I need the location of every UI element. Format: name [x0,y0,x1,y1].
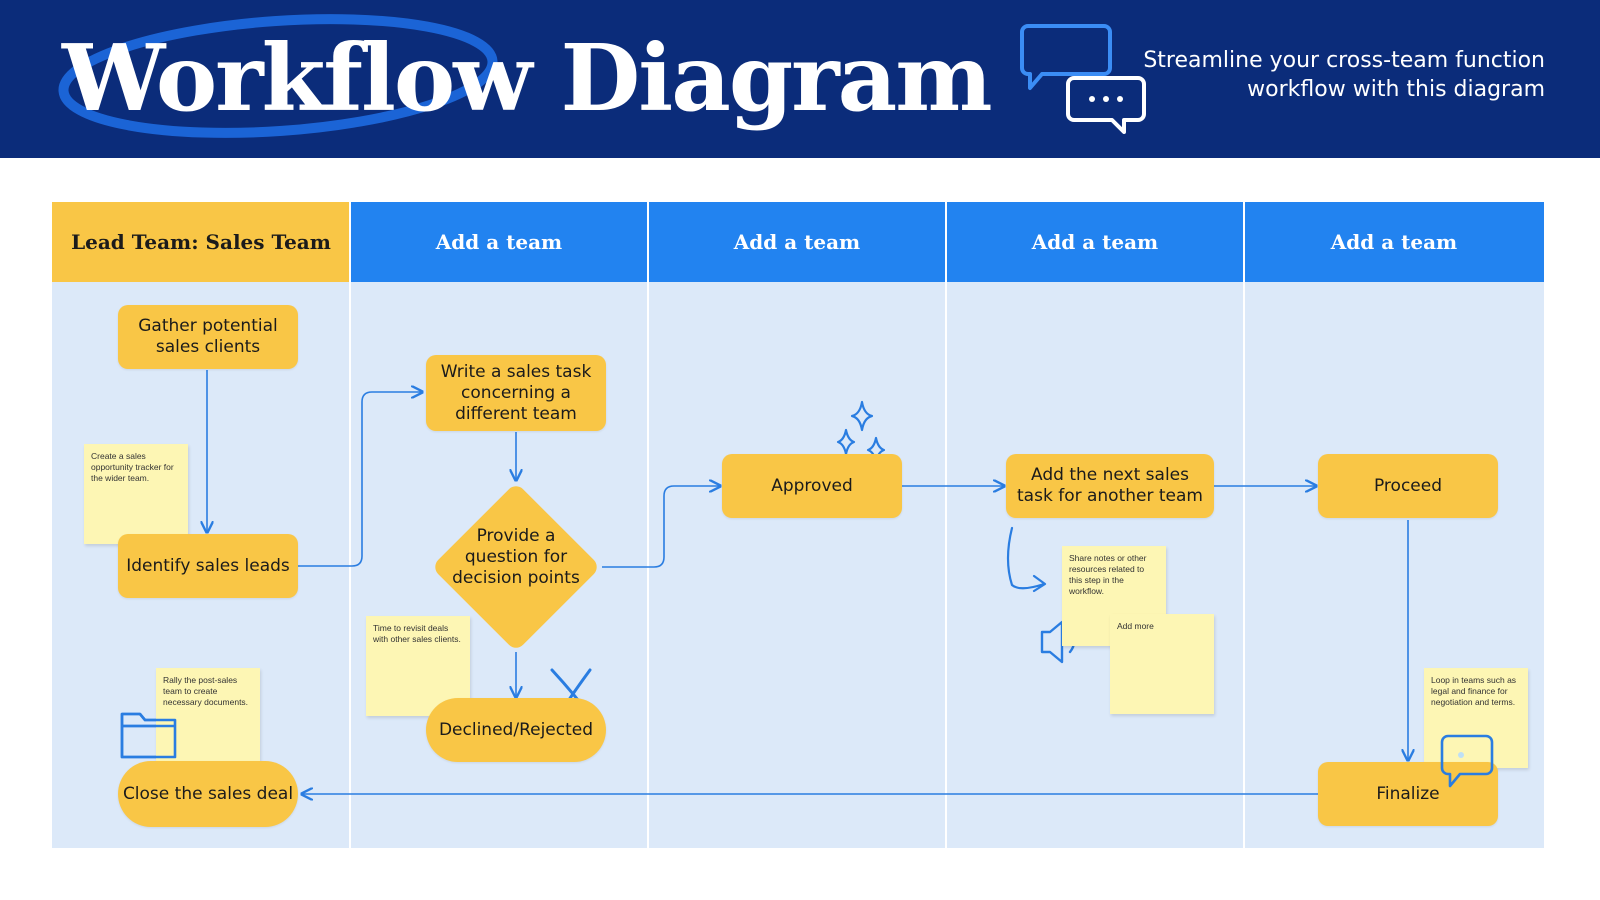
node-approved[interactable]: Approved [722,454,902,518]
arrow-decision-to-approved [602,486,720,568]
lane-header-team-2[interactable]: Add a team [350,202,648,282]
node-next-task[interactable]: Add the next sales task for another team [1006,454,1214,518]
brush-swirl-icon [58,14,1146,138]
lane-divider [349,202,351,848]
sticky-note-add-more[interactable]: Add more [1110,614,1214,714]
lane-divider [945,202,947,848]
node-write-task[interactable]: Write a sales task concerning a differen… [426,355,606,431]
node-proceed[interactable]: Proceed [1318,454,1498,518]
lane-divider [1243,202,1245,848]
curved-arrow-icon [1006,526,1047,593]
node-gather-clients[interactable]: Gather potential sales clients [118,305,298,369]
header-banner: Workflow Diagram Streamline your cross-t… [0,0,1600,158]
arrow-identify-to-write [298,392,422,567]
sticky-note-loop[interactable]: Loop in teams such as legal and finance … [1424,668,1528,768]
node-decision-label: Provide a question for decision points [452,526,580,588]
page-title: Workflow Diagram [62,24,993,132]
lane-header-team-4[interactable]: Add a team [946,202,1244,282]
lane-divider [647,202,649,848]
page-subtitle: Streamline your cross-team function work… [1143,48,1545,102]
lane-header-lead[interactable]: Lead Team: Sales Team [52,202,350,282]
node-identify-leads[interactable]: Identify sales leads [118,534,298,598]
sparkle-icon [836,400,886,464]
lane-header-team-5[interactable]: Add a team [1244,202,1544,282]
chat-bubble-dots-icon [1066,76,1146,134]
node-declined[interactable]: Declined/Rejected [426,698,606,762]
sticky-note-tracker[interactable]: Create a sales opportunity tracker for t… [84,444,188,544]
lane-header-team-3[interactable]: Add a team [648,202,946,282]
node-finalize[interactable]: Finalize [1318,762,1498,826]
sticky-note-rally[interactable]: Rally the post-sales team to create nece… [156,668,260,768]
node-close-deal[interactable]: Close the sales deal [118,761,298,827]
chat-bubbles-icon [1020,24,1112,90]
swimlane-board [52,202,1544,848]
